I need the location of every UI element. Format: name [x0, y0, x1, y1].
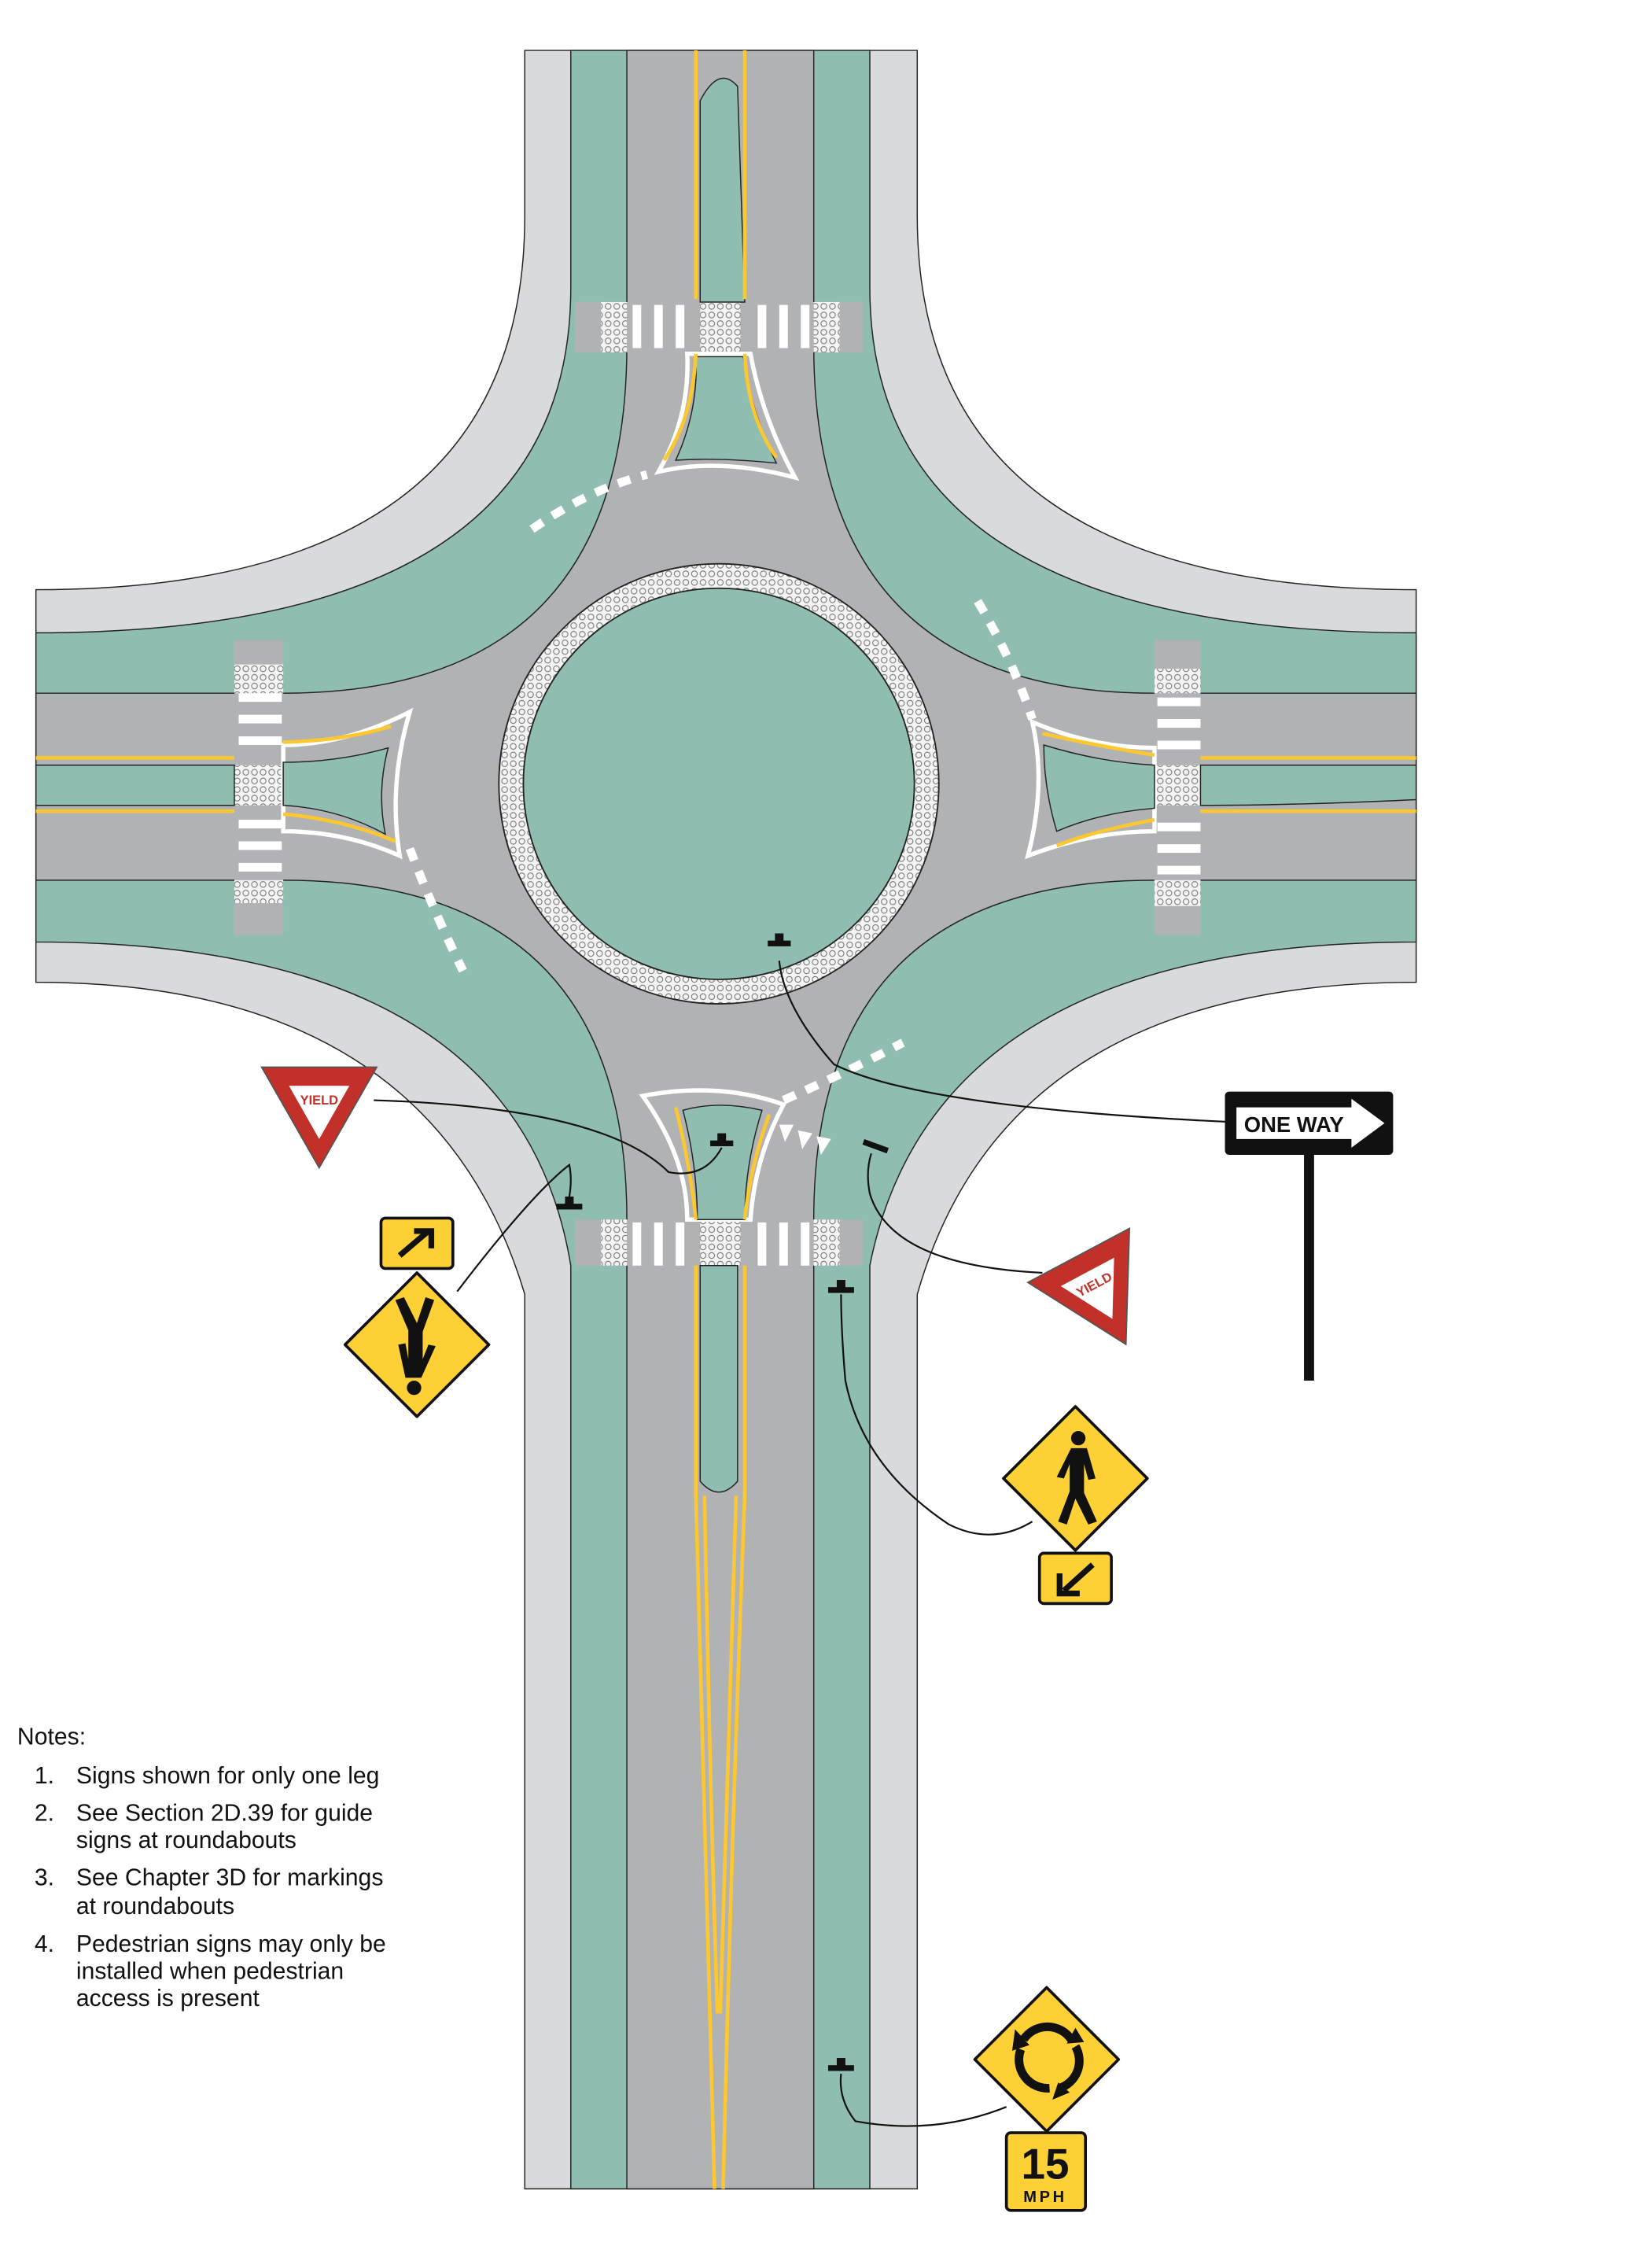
pedestrian-icon: [395, 1296, 436, 1396]
pedestrian-sign-left: [343, 1271, 491, 1418]
note-text: Pedestrian signs may only be: [76, 1931, 386, 1957]
notes-title: Notes:: [17, 1724, 86, 1750]
circular-arrows-icon: [1015, 2022, 1084, 2093]
crosswalk-markings: [238, 304, 1201, 1266]
yield-triangles: [779, 1124, 831, 1156]
note-text: at roundabouts: [76, 1894, 234, 1920]
note-text: access is present: [76, 1986, 260, 2012]
one-way-sign: ONE WAY: [1225, 1091, 1394, 1381]
diagonal-arrow-icon: [1056, 1562, 1095, 1597]
speed-advisory-plaque: 15 MPH: [1004, 2131, 1088, 2212]
note-text: installed when pedestrian: [76, 1958, 344, 1984]
pedestrian-sign-right: [1002, 1405, 1149, 1552]
pedestrian-icon: [1056, 1430, 1097, 1525]
note-number: 3.: [35, 1865, 54, 1891]
yellow-lines: [35, 50, 1416, 2189]
notes: Notes: 1. Signs shown for only one leg 2…: [17, 1724, 386, 2012]
one-way-label: ONE WAY: [1244, 1112, 1344, 1137]
central-island: [522, 587, 915, 980]
diagonal-arrow-icon: [397, 1228, 435, 1258]
note-text: Signs shown for only one leg: [76, 1763, 380, 1789]
splitter-islands: [281, 352, 1157, 1223]
arrow-plaque-right: [1037, 1551, 1113, 1606]
yield-sign-left: YIELD: [260, 1066, 378, 1170]
note-number: 4.: [35, 1931, 54, 1957]
note-number: 2.: [35, 1800, 54, 1826]
sign-location-markers: [556, 933, 889, 2071]
note-text: signs at roundabouts: [76, 1827, 296, 1853]
note-number: 1.: [35, 1763, 54, 1789]
yield-sign-right: YIELD: [1026, 1226, 1131, 1346]
medians: [35, 77, 1417, 1493]
arrow-plaque-left: [379, 1216, 455, 1270]
roundabout-warning-sign: [973, 1986, 1121, 2133]
note-text: See Section 2D.39 for guide: [76, 1800, 373, 1826]
note-text: See Chapter 3D for markings: [76, 1865, 384, 1891]
speed-unit: MPH: [1023, 2189, 1067, 2206]
leader-lines: [374, 961, 1227, 2127]
speed-value: 15: [1022, 2140, 1070, 2189]
curb-ramps: [234, 301, 1201, 1266]
yield-label: YIELD: [300, 1093, 339, 1108]
